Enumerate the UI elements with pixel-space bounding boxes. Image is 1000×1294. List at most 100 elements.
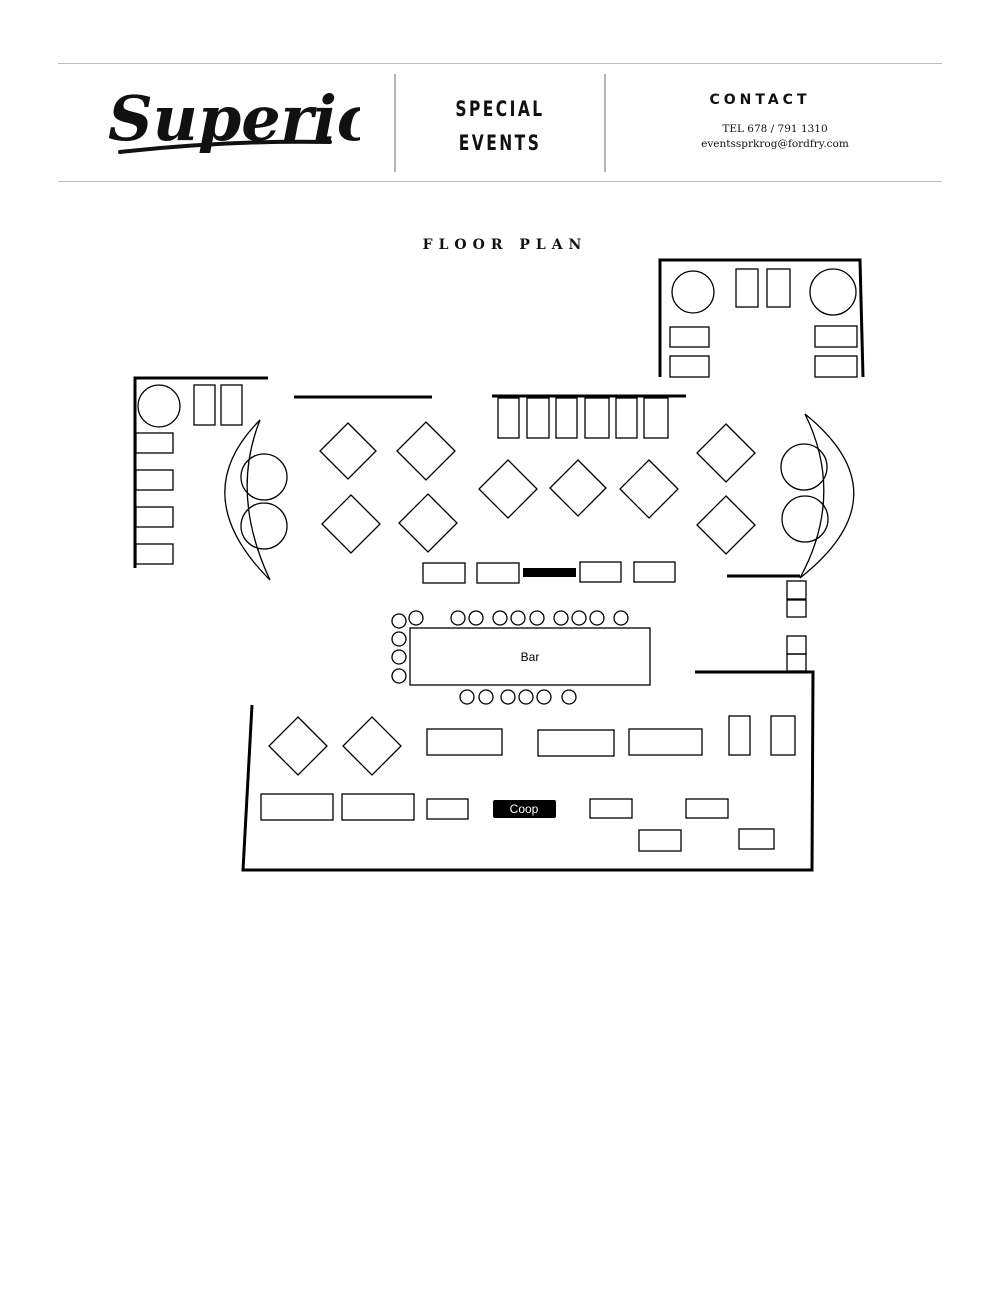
- table: [260, 793, 334, 821]
- diamond-table: [478, 459, 538, 519]
- table: [728, 715, 751, 756]
- stool: [786, 599, 807, 618]
- header-divider-1: [394, 74, 396, 172]
- round-table: [240, 502, 288, 550]
- coop-label: Coop: [510, 802, 539, 816]
- wall-lower-room: [241, 670, 815, 872]
- table: [735, 268, 759, 308]
- stool: [786, 635, 807, 655]
- table: [135, 469, 174, 491]
- bar-stool: [478, 689, 494, 705]
- table: [193, 384, 216, 426]
- bar-stool: [459, 689, 475, 705]
- bar-stool: [529, 610, 545, 626]
- round-table: [240, 453, 288, 501]
- diamond-table: [319, 422, 377, 480]
- table: [135, 543, 174, 565]
- table: [476, 562, 520, 584]
- special-events-heading: SPECIAL EVENTS: [418, 92, 582, 160]
- coop-block: [493, 800, 556, 818]
- table: [615, 397, 638, 439]
- table: [220, 384, 243, 426]
- bar-stool: [408, 610, 424, 626]
- bar-stool: [613, 610, 629, 626]
- table: [814, 325, 858, 348]
- diamond-table: [398, 493, 458, 553]
- table: [738, 828, 775, 850]
- table: [770, 715, 796, 756]
- bar-stool: [589, 610, 605, 626]
- bar-stool: [518, 689, 534, 705]
- bar-stool: [468, 610, 484, 626]
- bar-stool: [391, 649, 407, 665]
- table: [628, 728, 703, 756]
- bar-stool: [536, 689, 552, 705]
- diamond-table: [619, 459, 679, 519]
- bar-stool: [510, 610, 526, 626]
- diamond-table: [396, 421, 456, 481]
- table: [135, 432, 174, 454]
- table: [426, 728, 503, 756]
- special-events-line1: SPECIAL: [455, 97, 545, 121]
- round-table: [137, 384, 181, 428]
- table: [643, 397, 669, 439]
- crescent-booth: [799, 413, 855, 579]
- table: [579, 561, 622, 583]
- table: [589, 798, 633, 819]
- table: [426, 798, 469, 820]
- bar-stool: [450, 610, 466, 626]
- round-table: [809, 268, 857, 316]
- bar-label: Bar: [521, 650, 540, 664]
- table: [766, 268, 791, 308]
- bar-stool: [391, 613, 407, 629]
- stool: [786, 580, 807, 600]
- bar-stool: [492, 610, 508, 626]
- diamond-table: [549, 459, 607, 517]
- diamond-table: [321, 494, 381, 554]
- diamond-table: [342, 716, 402, 776]
- header-divider-2: [604, 74, 606, 172]
- wall-left: [133, 376, 268, 568]
- bar-stool: [553, 610, 569, 626]
- wall-top-right-room: [658, 258, 865, 378]
- table: [814, 355, 858, 378]
- table: [341, 793, 415, 821]
- bar-stool: [571, 610, 587, 626]
- table: [135, 506, 174, 528]
- header-top-rule: [58, 63, 942, 64]
- bar-divider: [523, 568, 576, 577]
- table: [669, 355, 710, 378]
- header-bottom-rule: [58, 181, 942, 182]
- table: [526, 397, 550, 439]
- bar-stool: [500, 689, 516, 705]
- table: [584, 397, 610, 439]
- table: [537, 729, 615, 757]
- diamond-table: [696, 423, 756, 483]
- superica-logo: Superica: [108, 82, 360, 155]
- crescent-booth: [224, 419, 271, 581]
- diamond-table: [268, 716, 328, 776]
- table: [555, 397, 578, 439]
- table: [669, 326, 710, 348]
- table: [633, 561, 676, 583]
- floor-plan-title: FLOOR PLAN: [422, 237, 588, 253]
- diamond-table: [696, 495, 756, 555]
- contact-email: eventssprkrog@fordfry.com: [701, 138, 849, 150]
- contact-tel: TEL 678 / 791 1310: [722, 123, 828, 135]
- bar-stool: [391, 631, 407, 647]
- wall-lines: [133, 258, 865, 872]
- table: [497, 397, 520, 439]
- table: [638, 829, 682, 852]
- round-table: [780, 443, 828, 491]
- bar-stool: [561, 689, 577, 705]
- contact-title: CONTACT: [709, 92, 811, 108]
- round-table: [781, 495, 829, 543]
- round-table: [671, 270, 715, 314]
- bar-counter: [409, 627, 651, 686]
- table: [685, 798, 729, 819]
- special-events-line2: EVENTS: [458, 131, 542, 155]
- stool: [786, 653, 807, 672]
- bar-stool: [391, 668, 407, 684]
- table: [422, 562, 466, 584]
